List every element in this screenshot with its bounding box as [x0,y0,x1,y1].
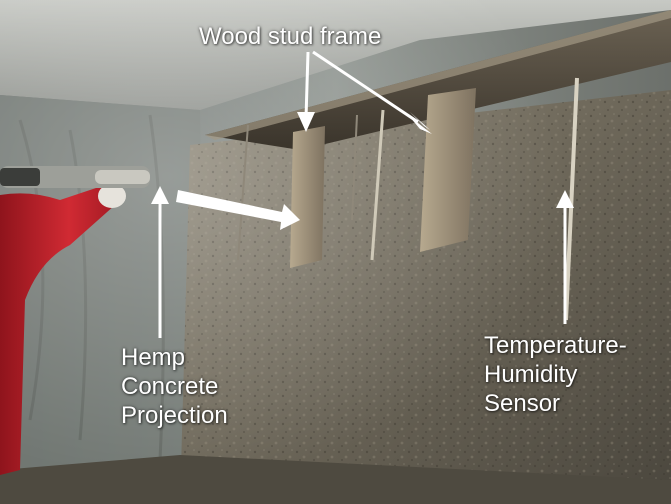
floor [0,455,671,504]
label-wood-stud-frame: Wood stud frame [199,23,382,50]
label-hemp-concrete-projection: Hemp Concrete Projection [121,344,228,429]
annotation-arrows [151,50,574,338]
wood-stud-right [420,88,476,252]
wood-stud-left [290,126,325,268]
label-temperature-humidity-sensor: Temperature- Humidity Sensor [484,332,627,417]
sensor-cable-right [564,77,579,321]
sensor-cable [370,109,385,261]
worker-glove [98,184,126,208]
spray-direction-arrow [176,190,300,230]
worker-red-jacket [0,185,115,475]
